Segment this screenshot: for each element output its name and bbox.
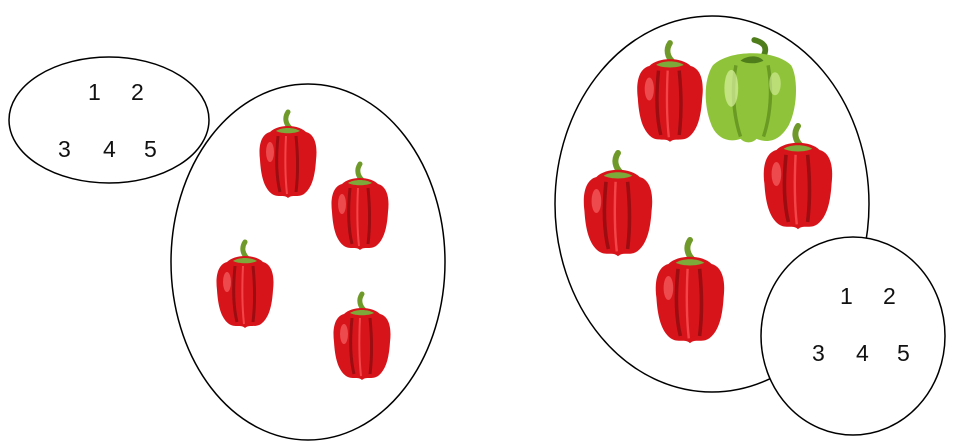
right-number-4[interactable]: 4 <box>856 340 869 366</box>
right-group: 1 2 3 4 5 <box>555 16 945 435</box>
red-pepper-icon <box>764 126 832 229</box>
right-number-3[interactable]: 3 <box>812 340 825 366</box>
red-pepper-icon <box>656 240 724 343</box>
red-pepper-icon <box>333 294 390 380</box>
right-number-5[interactable]: 5 <box>897 340 910 366</box>
red-pepper-icon <box>216 242 273 328</box>
left-number-5[interactable]: 5 <box>144 136 157 162</box>
right-number-2[interactable]: 2 <box>883 283 896 309</box>
red-pepper-icon <box>259 112 316 198</box>
left-number-1[interactable]: 1 <box>88 79 101 105</box>
red-pepper-icon <box>584 153 652 256</box>
red-pepper-icon <box>331 164 388 250</box>
right-number-1[interactable]: 1 <box>840 283 853 309</box>
green-pepper-icon <box>706 40 796 142</box>
red-pepper-icon <box>637 43 703 142</box>
left-number-3[interactable]: 3 <box>58 136 71 162</box>
right-number-bubble: 1 2 3 4 5 <box>761 237 945 435</box>
left-number-4[interactable]: 4 <box>103 136 116 162</box>
left-number-2[interactable]: 2 <box>131 79 144 105</box>
right-number-oval <box>761 237 945 435</box>
left-number-bubble: 1 2 3 4 5 <box>9 57 209 183</box>
left-group: 1 2 3 4 5 <box>9 57 445 440</box>
left-number-oval <box>9 57 209 183</box>
